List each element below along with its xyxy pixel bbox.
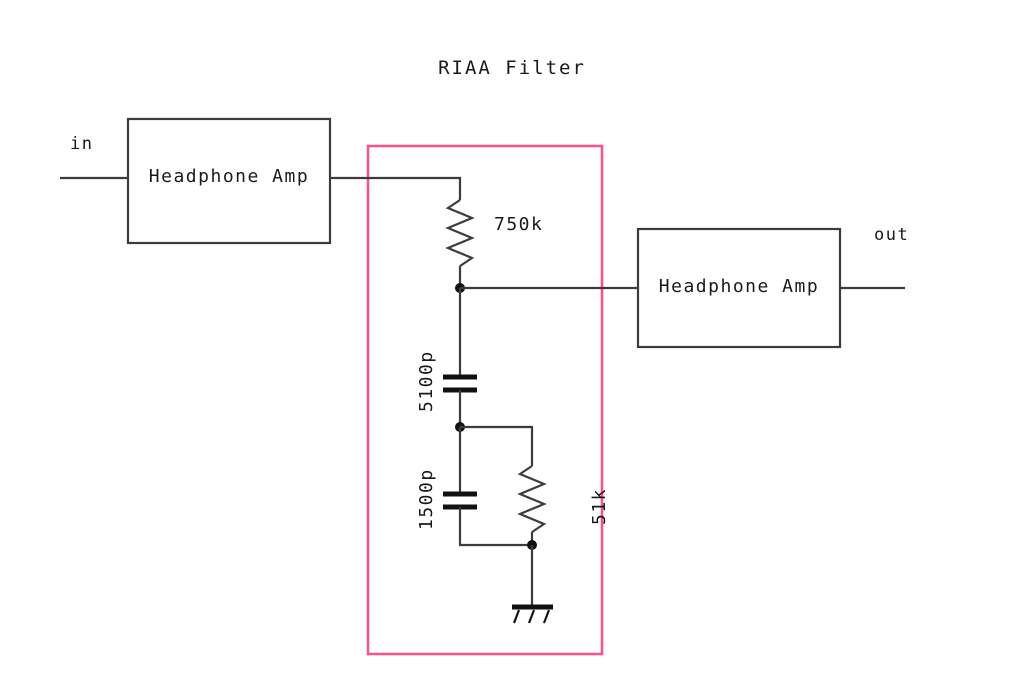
input-port-label: in <box>70 134 94 154</box>
amp-input-block-label: Headphone Amp <box>148 166 310 187</box>
output-port-label: out <box>874 225 910 245</box>
ground-icon-hatch-1 <box>512 609 521 624</box>
amp-output-block <box>636 227 842 349</box>
ground-icon-hatch-3 <box>542 609 551 624</box>
resistor-51k-symbol <box>517 465 547 533</box>
ground-icon-hatch-2 <box>527 609 536 624</box>
resistor-750k-label: 750k <box>494 214 544 235</box>
amp-output-block-label: Headphone Amp <box>658 276 820 297</box>
capacitor-1500p-label: 1500p <box>416 468 437 530</box>
capacitor-5100p-label: 5100p <box>416 350 437 412</box>
diagram-title: RIAA Filter <box>438 57 586 79</box>
resistor-750k-symbol <box>445 199 475 267</box>
riaa-filter-highlight-box <box>366 144 604 656</box>
amp-input-block <box>126 117 332 245</box>
resistor-51k-label: 51k <box>589 487 610 525</box>
